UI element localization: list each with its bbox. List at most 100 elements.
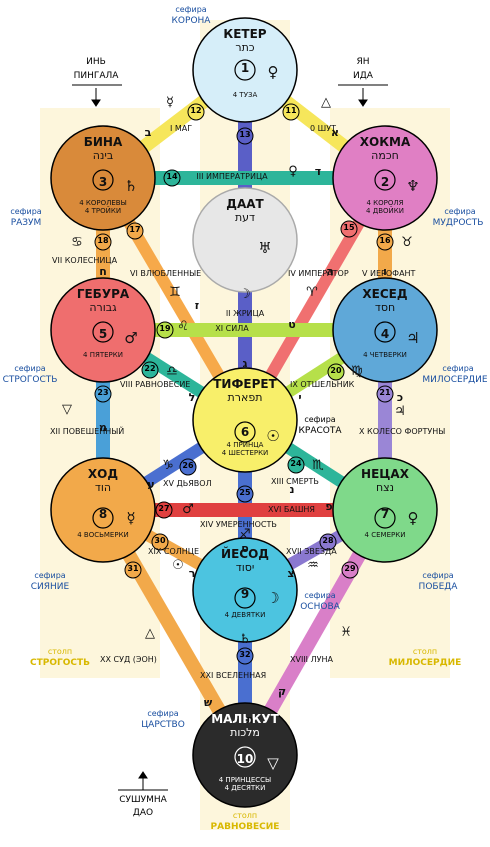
hebrew-letter-12: ב <box>144 126 152 139</box>
path-label-26: XV ДЬЯВОЛ <box>163 479 212 488</box>
sephira-number-malkut: 10 <box>236 752 254 766</box>
siyanie-sefira: сефира <box>34 571 66 580</box>
sephira-daat <box>192 187 298 293</box>
path-label-14: III ИМПЕРАТРИЦА <box>196 172 268 181</box>
sephira-cards-binah: 4 КОРОЛЕВЫ 4 ТРОЙКИ <box>79 199 127 215</box>
path-number-30: 30 <box>154 536 166 545</box>
path-number-19: 19 <box>159 324 171 333</box>
sephira-number-tiferet: 6 <box>240 425 250 439</box>
path-number-badges <box>94 103 394 665</box>
path-label-17: VI ВЛЮБЛЕННЫЕ <box>130 269 202 278</box>
path-number-27: 27 <box>158 504 170 513</box>
path-number-31: 31 <box>127 564 139 573</box>
path-number-12: 12 <box>190 106 202 115</box>
path-symbol-26-icon: ♑ <box>162 458 174 473</box>
hebrew-letter-23: מ <box>99 421 107 434</box>
sephira-gevurah <box>50 277 156 383</box>
sephira-hebrew-yesod: יסוד <box>235 561 255 574</box>
channel-arrows <box>72 84 388 791</box>
keter-caption-title: КОРОНА <box>171 16 211 26</box>
hebrew-letter-19: ט <box>288 318 296 331</box>
hebrew-letter-24: נ <box>289 483 295 496</box>
sephira-hebrew-netzach: נצח <box>375 481 395 494</box>
hebrew-letter-26: ע <box>147 478 155 491</box>
hebrew-letter-14: ד <box>314 165 322 178</box>
sephira-number-netzach: 7 <box>380 507 390 521</box>
sephira-hebrew-gevurah: גבורה <box>89 301 117 314</box>
sephira-cards-malkut: 4 ПРИНЦЕССЫ 4 ДЕСЯТКИ <box>218 776 272 792</box>
path-label-23: XII ПОВЕШЕННЫЙ <box>50 427 125 436</box>
sephira-netzach <box>332 457 438 563</box>
pillar-left-name: СТРОГОСТЬ <box>30 658 90 668</box>
krasota-sefira: сефира <box>304 415 336 424</box>
hebrew-letter-20: י <box>298 391 302 404</box>
siyanie-label: СИЯНИЕ <box>30 582 70 592</box>
path-number-22: 22 <box>144 364 156 373</box>
sephira-cards-gevurah: 4 ПЯТЕРКИ <box>83 351 123 359</box>
sephira-number-chesed: 4 <box>380 327 390 341</box>
path-label-28: XVII ЗВЕЗДА <box>286 547 337 556</box>
path-label-13: II ЖРИЦА <box>225 309 265 318</box>
sephira-hod <box>50 457 156 563</box>
path-number-24: 24 <box>290 459 302 468</box>
sephira-hebrew-keter: כתר <box>235 41 255 54</box>
sephira-number-yesod: 9 <box>240 587 250 601</box>
planet-symbol-yesod-icon: ☽ <box>266 589 280 607</box>
path-symbol-21-icon: ♃ <box>394 404 406 419</box>
hebrew-letter-27: פ <box>325 500 333 513</box>
carstvo-label: ЦАРСТВО <box>141 720 185 730</box>
pillar-center-caption: столп <box>232 811 258 820</box>
carstvo-sefira: сефира <box>147 709 179 718</box>
path-symbol-32-icon: ♄ <box>239 632 251 647</box>
mudrost-sefira: сефира <box>444 207 476 216</box>
miloserdie-sefira: сефира <box>442 364 474 373</box>
sephira-name-yesod: ЙЕСОД <box>221 547 269 561</box>
path-symbol-11-icon: △ <box>321 95 331 110</box>
path-label-24: XIII СМЕРТЬ <box>271 477 319 486</box>
path-label-20: IX ОТШЕЛЬНИК <box>290 380 355 389</box>
planet-symbol-chesed-icon: ♃ <box>406 329 420 347</box>
path-number-13: 13 <box>239 130 251 139</box>
path-number-15: 15 <box>343 223 355 232</box>
sephira-hebrew-hod: הוד <box>94 481 112 494</box>
sephira-keter <box>192 17 298 123</box>
path-symbol-14-icon: ♀ <box>288 164 298 179</box>
sephira-cards-hod: 4 ВОСЬМЕРКИ <box>77 531 129 539</box>
sephira-name-hod: ХОД <box>87 467 119 481</box>
path-symbol-15-icon: ♈ <box>306 285 318 300</box>
pillar-left-caption: столп <box>47 647 73 656</box>
pillar-right-name: МИЛОСЕРДИЕ <box>388 658 462 668</box>
sephira-number-hod: 8 <box>98 507 108 521</box>
dao-label: ДАО <box>132 808 154 818</box>
path-number-21: 21 <box>379 388 391 397</box>
osnova-sefira: сефира <box>304 591 336 600</box>
sephira-yesod <box>192 537 298 643</box>
pillar-right-caption: столп <box>412 647 438 656</box>
sephira-hebrew-chesed: חסד <box>374 301 396 314</box>
sephira-name-daat: ДААТ <box>226 197 264 211</box>
path-symbol-29-icon: ♓ <box>340 625 352 640</box>
path-symbol-27-icon: ♂ <box>182 502 194 517</box>
hebrew-letter-28: צ <box>287 567 295 580</box>
path-symbol-13-icon: ☽ <box>239 287 251 302</box>
path-label-19: XI СИЛА <box>215 324 249 333</box>
sephira-binah <box>50 125 156 231</box>
planet-symbol-binah-icon: ♄ <box>124 177 138 195</box>
sephirot <box>50 17 438 808</box>
hebrew-letter-17: ז <box>194 299 200 312</box>
pillar-center-name: РАВНОВЕСИЕ <box>210 822 280 832</box>
sephira-hebrew-tiferet: תפארת <box>227 391 263 404</box>
ida-label: ИДА <box>353 71 373 81</box>
sephira-name-netzach: НЕЦАХ <box>361 467 409 481</box>
path-label-12: I МАГ <box>170 124 193 133</box>
path-label-27: XVI БАШНЯ <box>268 505 315 514</box>
path-label-16: V ИЕРОФАНТ <box>362 269 416 278</box>
planet-symbol-malkut-icon: ▽ <box>267 754 279 772</box>
planet-symbol-hod-icon: ☿ <box>126 509 136 527</box>
mudrost-label: МУДРОСТЬ <box>432 218 484 228</box>
planet-symbol-daat-icon: ♅ <box>258 239 272 257</box>
path-label-32: XXI ВСЕЛЕННАЯ <box>200 671 267 680</box>
path-symbol-17-icon: ♊ <box>169 285 181 300</box>
path-label-29: XVIII ЛУНА <box>290 655 333 664</box>
path-symbol-22-icon: ♎ <box>166 364 178 379</box>
